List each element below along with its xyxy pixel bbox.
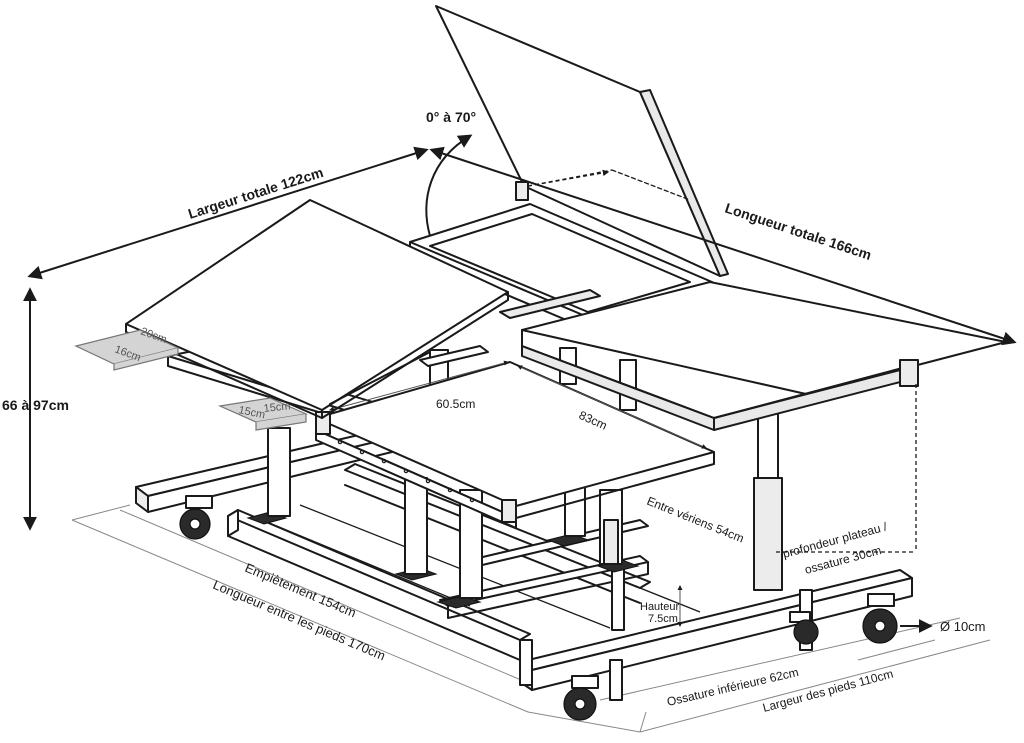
pad-small-b-label: 15cm bbox=[263, 400, 291, 415]
dimension-arrow-icon bbox=[429, 146, 1017, 346]
height-label-line2: 7.5cm bbox=[648, 613, 678, 625]
wheel-diameter-label: Ø 10cm bbox=[940, 619, 986, 634]
height-label-line1: Hauteur bbox=[640, 601, 679, 613]
between-jacks-label: Entre vériens 54cm bbox=[645, 494, 746, 546]
caster-wheel-icon bbox=[563, 675, 599, 721]
dimension-arrow-icon bbox=[27, 146, 429, 280]
arm-pad-left bbox=[74, 329, 180, 371]
height-range-label: 66 à 97cm bbox=[2, 397, 69, 413]
caster-wheel-icon bbox=[789, 611, 819, 645]
curved-arrow-icon bbox=[425, 134, 473, 237]
floor-footprint bbox=[71, 504, 991, 733]
caster-wheel-icon bbox=[862, 593, 898, 644]
top-width-label: 60.5cm bbox=[436, 397, 475, 411]
arm-pad-center bbox=[217, 397, 309, 431]
pad-small-a-label: 15cm bbox=[237, 404, 266, 421]
angle-label: 0° à 70° bbox=[426, 109, 476, 125]
caster-wheel-icon bbox=[179, 495, 213, 540]
